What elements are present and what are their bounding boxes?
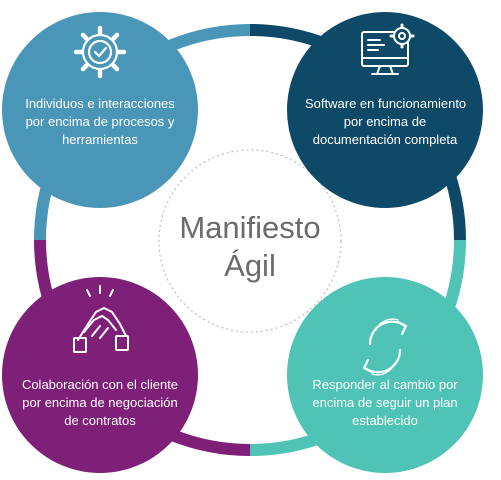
- node-text-line: por encima de: [343, 114, 427, 129]
- node-text-line: Individuos e interacciones: [25, 96, 175, 111]
- title-line-1: Manifiesto: [179, 210, 321, 245]
- node-text-line: documentación completa: [312, 132, 458, 147]
- node-text-line: de contratos: [64, 413, 136, 428]
- center-title: Manifiesto Ágil: [150, 209, 350, 285]
- node-text-line: por encima de negociación: [22, 395, 178, 410]
- handshake-icon: [73, 285, 129, 353]
- node-text-line: Responder al cambio por: [312, 377, 458, 392]
- node-circle-bottom-left: [2, 277, 198, 473]
- node-text-line: establecido: [352, 413, 418, 428]
- node-text-line: encima de seguir un plan: [312, 395, 458, 410]
- node-text-line: Colaboración con el cliente: [21, 377, 179, 392]
- node-circle-top-left: [2, 12, 198, 208]
- node-text-bottom-right: Responder al cambio por encima de seguir…: [305, 376, 465, 430]
- node-circle-bottom-right: [287, 277, 483, 473]
- node-text-top-right: Software en funcionamiento por encima de…: [305, 95, 467, 149]
- node-text-bottom-left: Colaboración con el cliente por encima d…: [20, 376, 180, 430]
- node-text-line: Software en funcionamiento: [305, 96, 467, 111]
- monitor-gear-icon: [361, 23, 415, 75]
- node-text-line: por encima de procesos y: [25, 114, 175, 129]
- node-text-line: herramientas: [62, 132, 138, 147]
- node-circle-top-right: [287, 12, 483, 208]
- center-dashed-circle: [158, 149, 342, 333]
- gear-check-icon: [73, 25, 127, 79]
- cycle-arrows-icon: [362, 318, 408, 376]
- title-line-2: Ágil: [224, 248, 276, 283]
- node-text-top-left: Individuos e interacciones por encima de…: [20, 95, 180, 149]
